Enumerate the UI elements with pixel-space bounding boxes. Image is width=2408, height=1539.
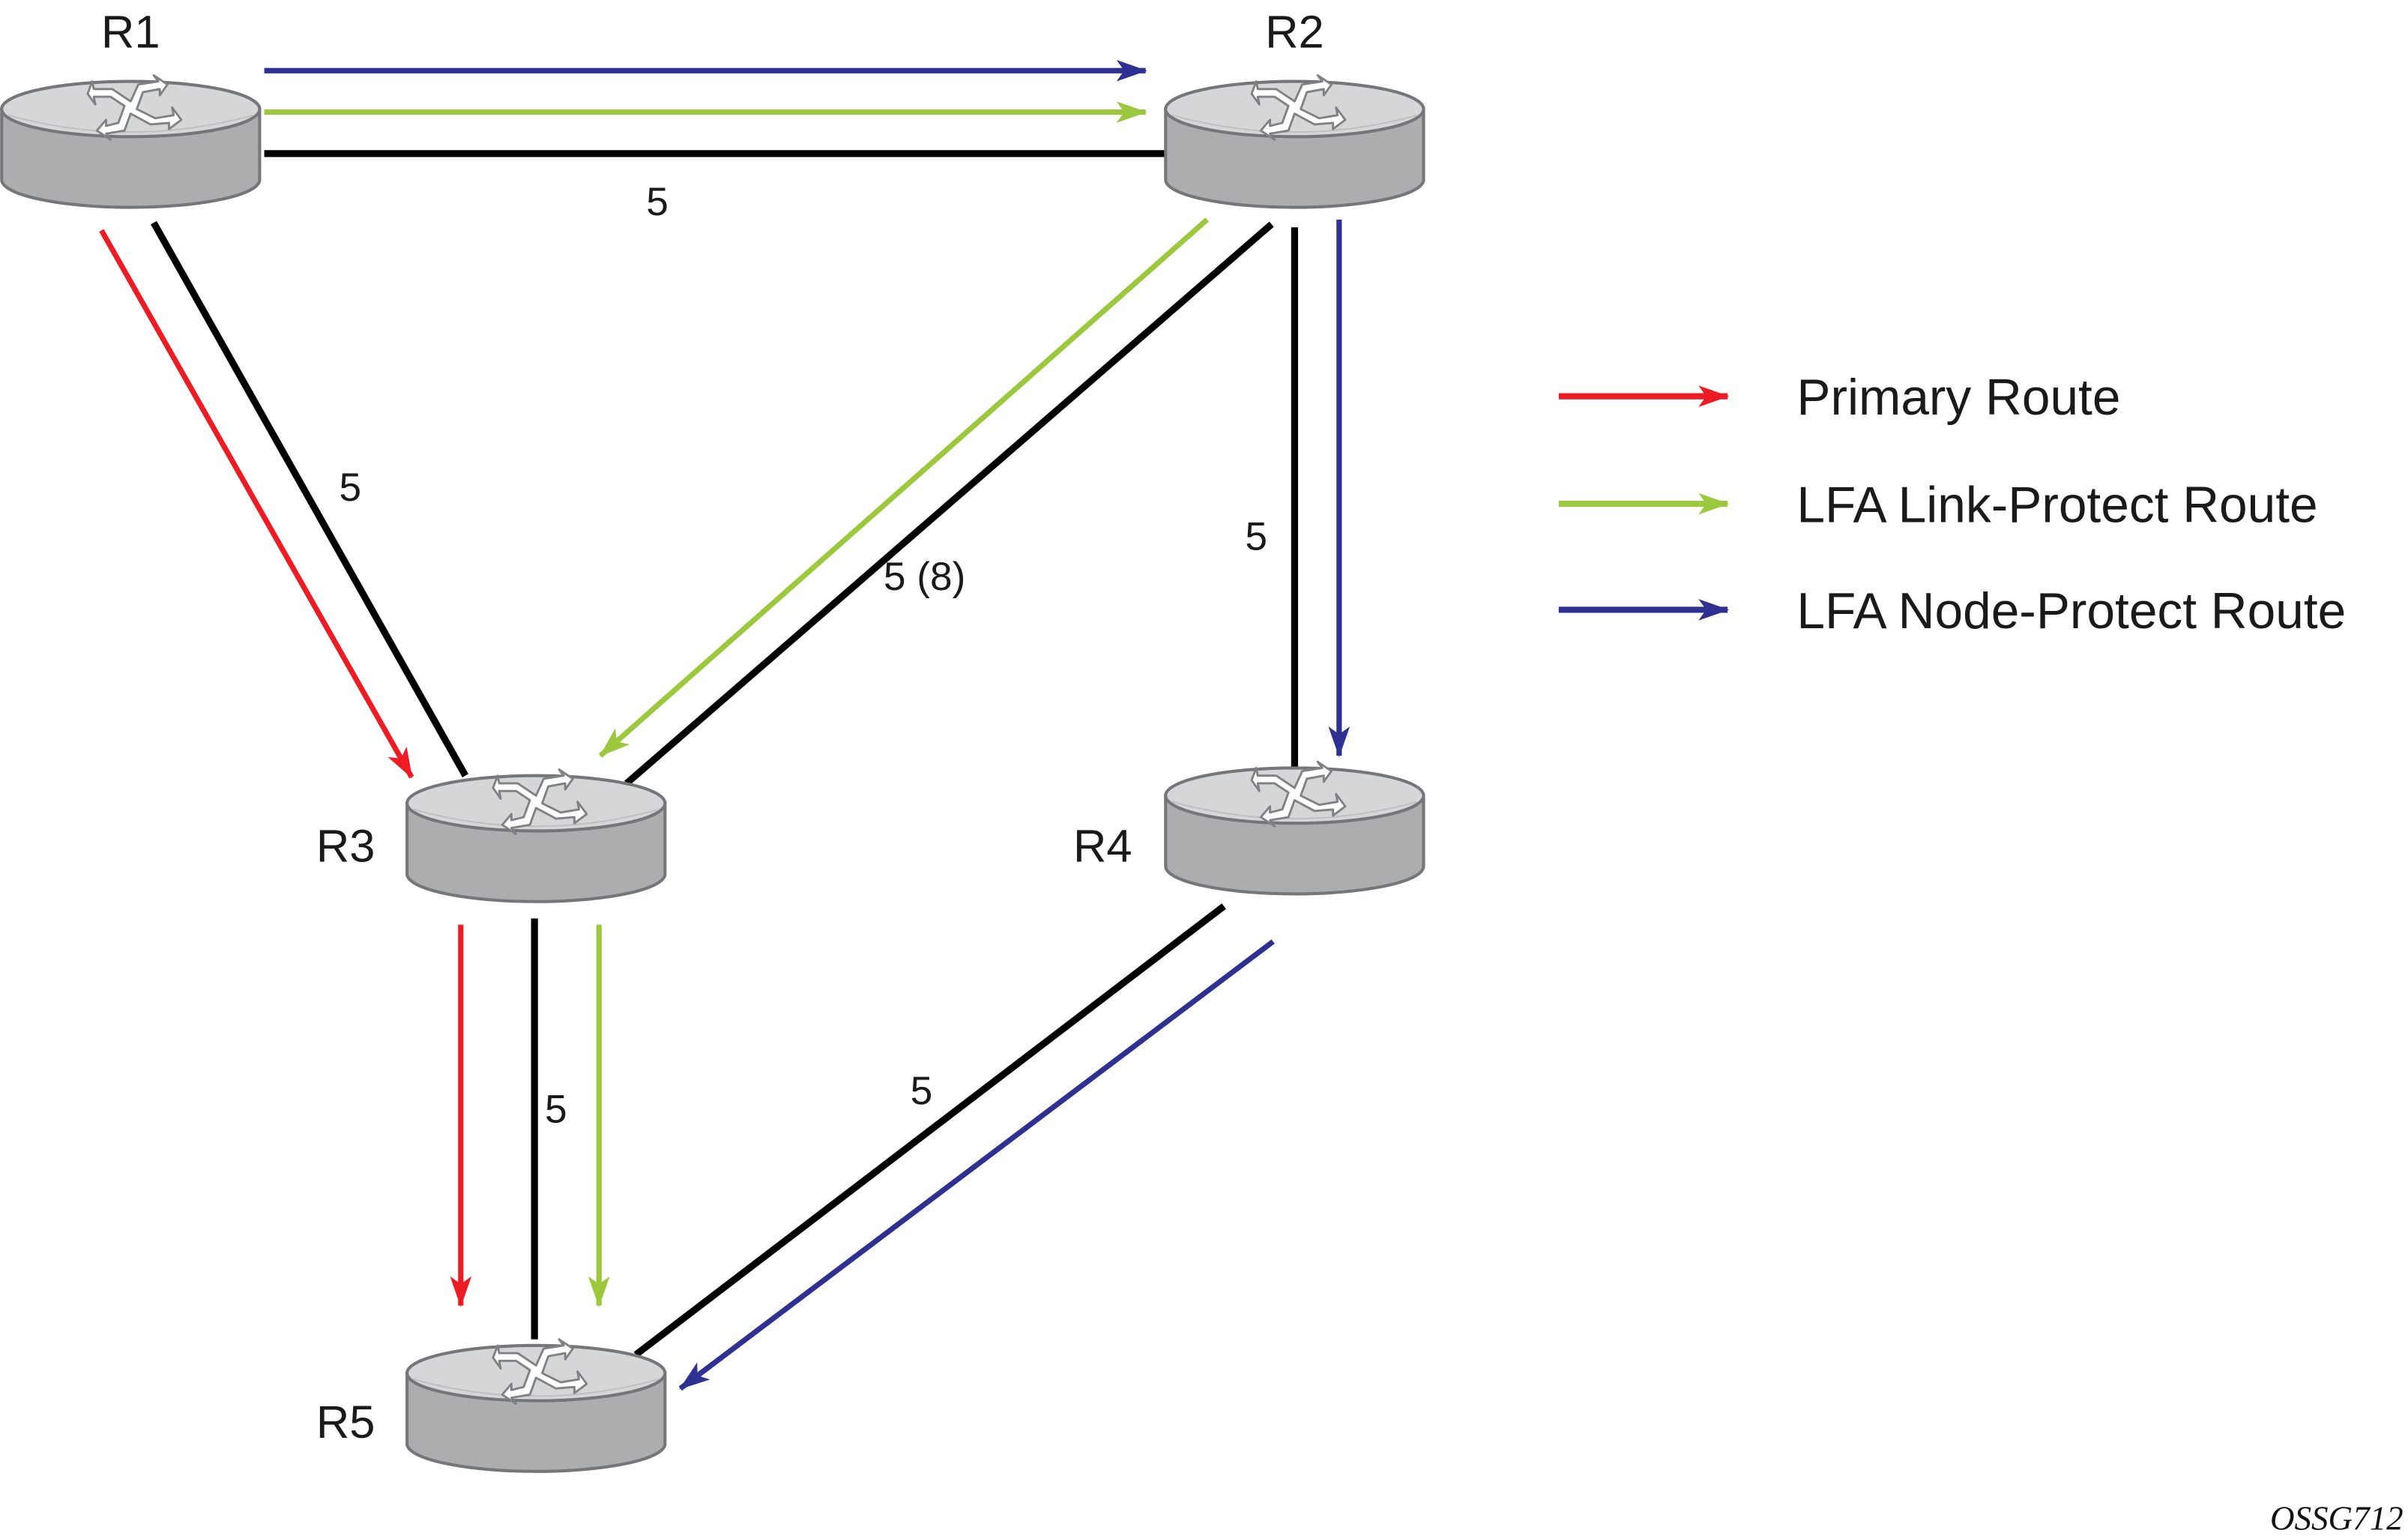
router-r5[interactable]: [407, 1340, 665, 1472]
primary-route-arrow-r1-r3: [99, 229, 414, 779]
legend-item-link-protect: LFA Link-Protect Route: [1558, 478, 2318, 534]
router-icon: [407, 770, 665, 902]
links: [151, 150, 1298, 1358]
router-r2[interactable]: [1165, 75, 1423, 207]
router-label-r1: R1: [101, 7, 160, 58]
legend-item-primary: Primary Route: [1558, 370, 2120, 426]
router-label-r4: R4: [1073, 820, 1132, 872]
cost-label-r3-r5: 5: [545, 1088, 567, 1132]
legend-label-primary: Primary Route: [1796, 370, 2120, 426]
link-r4-r5: [633, 903, 1226, 1358]
router-icon: [1165, 762, 1423, 894]
figure-id: OSSG712: [2270, 1500, 2404, 1538]
legend-item-node-protect: LFA Node-Protect Route: [1558, 583, 2346, 639]
node-protect-arrow-r4-r5: [678, 939, 1275, 1391]
router-icon: [1, 75, 259, 207]
router-label-r3: R3: [316, 820, 375, 872]
link-protect-arrow-r2-r3: [598, 217, 1209, 758]
cost-label-r2-r4: 5: [1245, 515, 1267, 559]
legend-label-node-protect: LFA Node-Protect Route: [1796, 583, 2346, 639]
router-label-r5: R5: [316, 1397, 375, 1448]
cost-label-r1-r2: 5: [646, 180, 669, 224]
legend: Primary Route LFA Link-Protect Route LFA…: [1558, 370, 2346, 639]
router-icon: [1165, 75, 1423, 207]
cost-labels: 5 5 5 (8) 5 5 5: [339, 180, 1267, 1132]
router-r1[interactable]: [1, 75, 259, 207]
cost-label-r4-r5: 5: [911, 1069, 933, 1113]
router-r4[interactable]: [1165, 762, 1423, 894]
router-icon: [407, 1340, 665, 1472]
router-label-r2: R2: [1265, 7, 1324, 58]
router-r3[interactable]: [407, 770, 665, 902]
cost-label-r1-r3: 5: [339, 466, 361, 510]
routes: [99, 59, 1351, 1391]
link-r1-r3: [151, 220, 468, 777]
link-r2-r3: [624, 221, 1274, 786]
cost-label-r2-r3: 5 (8): [884, 555, 966, 599]
legend-label-link-protect: LFA Link-Protect Route: [1796, 478, 2317, 534]
